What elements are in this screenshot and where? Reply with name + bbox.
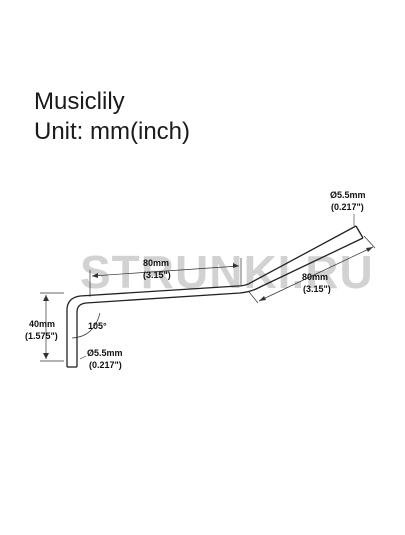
bottom-diameter-mm: Ø5.5mm [87,348,123,358]
watermark: STRUNKI.RU [80,246,374,298]
dim-vertical-height [40,292,64,362]
vertical-height-mm: 40mm [29,319,55,329]
angle-arc [71,312,101,339]
dim-straight-length [89,258,242,297]
unit-label: Unit: mm(inch) [34,118,191,145]
tremolo-arm-rod [66,225,364,368]
straight-length-mm: 80mm [143,258,169,268]
dim-angled-length [248,235,376,304]
leader-bottom-diameter [79,355,87,360]
vertical-height-inch: (1.575") [25,331,58,341]
straight-length-inch: (3.15") [143,270,171,280]
angled-length-inch: (3.15") [303,284,331,294]
brand-title: Musiclily [34,88,125,115]
angled-length-mm: 80mm [302,272,328,282]
top-diameter-inch: (0.217") [331,202,364,212]
top-diameter-mm: Ø5.5mm [330,190,366,200]
bottom-diameter-inch: (0.217") [89,360,122,370]
bend-angle-label: 105° [88,321,107,331]
